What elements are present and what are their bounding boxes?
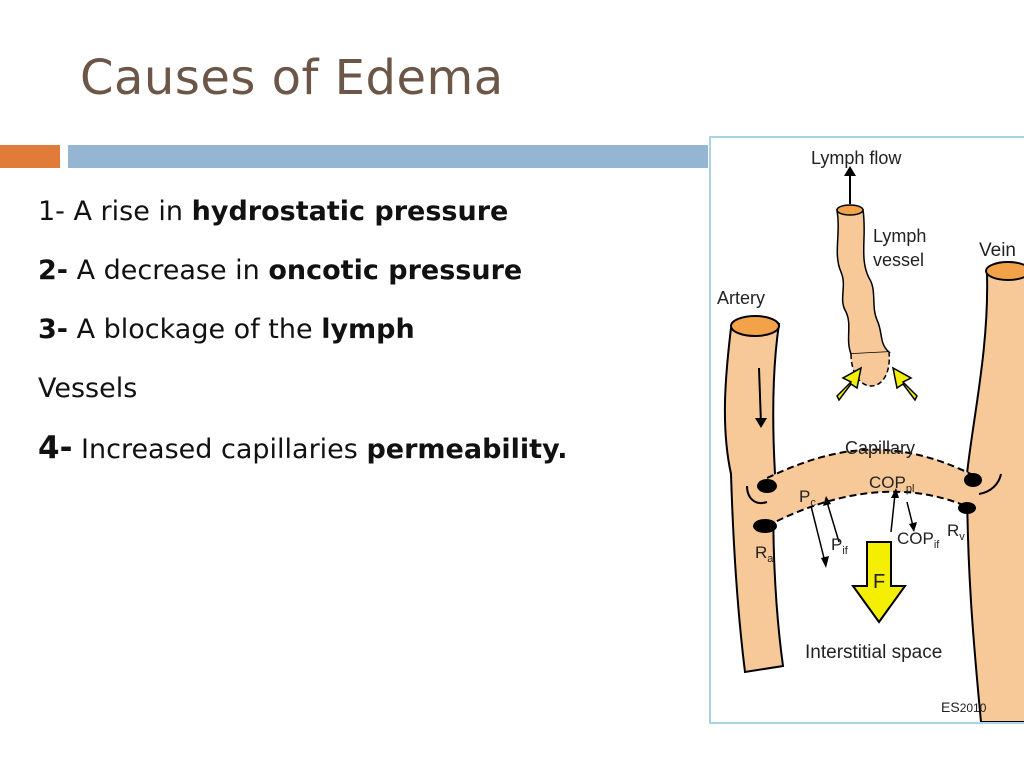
bullet-bold: oncotic pressure (268, 255, 523, 286)
artery-opening (730, 315, 780, 337)
pif-arrow-head (823, 496, 831, 506)
pc-arrow (810, 505, 826, 563)
ra-marker (753, 519, 777, 533)
bullet-item-1: 1- A rise in hydrostatic pressure (38, 190, 698, 249)
edema-diagram-svg: Lymph flow Lymph vessel Vein Artery Capi… (717, 148, 1024, 722)
vein-label: Vein (979, 240, 1016, 261)
ra-label: Ra (755, 543, 774, 565)
capillary-shape (767, 449, 975, 526)
rv-marker (964, 473, 982, 487)
lymph-inflow-arrow-right (891, 366, 918, 402)
bullet-text: A decrease in (68, 255, 269, 286)
bullet-text: A rise in (64, 196, 192, 227)
lymph-vessel-label-2: vessel (873, 250, 924, 270)
lymph-vessel-label-1: Lymph (873, 226, 926, 246)
coppl-arrow-head (891, 488, 899, 498)
pc-label: Pc (799, 487, 816, 509)
filtration-label: F (873, 571, 885, 593)
filtration-arrow (851, 541, 907, 624)
capillary-wall-top (766, 448, 976, 479)
rv-marker-bottom (958, 502, 976, 514)
accent-bar-orange (0, 145, 60, 168)
bullet-number: 3- (38, 314, 68, 345)
vein-opening (985, 261, 1024, 281)
capillary-label: Capillary (845, 438, 915, 458)
bullet-text: Vessels (38, 373, 138, 404)
lymph-vessel-opening (836, 204, 864, 216)
copif-label: COPif (897, 529, 940, 551)
vein-shape (965, 265, 1024, 722)
lymph-inflow-arrow-left (836, 366, 863, 402)
ra-marker-top (757, 479, 777, 493)
credit-label: ES2010 (941, 699, 987, 715)
bullet-bold: hydrostatic pressure (191, 196, 509, 227)
bullet-item-3-cont: Vessels (38, 367, 698, 426)
edema-diagram: Lymph flow Lymph vessel Vein Artery Capi… (709, 136, 1024, 724)
bullet-number: 1- (38, 196, 65, 227)
copif-arrow (906, 501, 914, 527)
bullet-number: 4- (38, 430, 73, 466)
pc-arrow-head (821, 556, 829, 568)
slide-title: Causes of Edema (80, 50, 504, 106)
coppl-arrow (890, 493, 896, 533)
artery-shape (723, 322, 785, 674)
lymph-flow-label: Lymph flow (811, 148, 902, 168)
curve-flow-arrow-right (978, 473, 1002, 495)
curve-flow-arrow-left (746, 485, 768, 504)
artery-flow-arrow-head (755, 418, 767, 428)
bullet-text: A blockage of the (68, 314, 322, 345)
bullet-number: 2- (38, 255, 68, 286)
bullet-text: Increased capillaries (72, 434, 367, 465)
interstitial-space-label: Interstitial space (805, 642, 942, 663)
accent-bar-blue (68, 145, 708, 168)
artery-label: Artery (717, 288, 765, 308)
bullet-item-2: 2- A decrease in oncotic pressure (38, 249, 698, 308)
pif-arrow (826, 501, 840, 543)
copif-arrow-head (909, 522, 917, 532)
coppl-label: COPpl (869, 473, 914, 495)
pif-label: Pif (831, 535, 849, 557)
bullet-bold: permeability. (366, 434, 568, 465)
bullet-bold: lymph (321, 314, 415, 345)
bullet-item-3: 3- A blockage of the lymph (38, 308, 698, 367)
bullet-list: 1- A rise in hydrostatic pressure 2- A d… (38, 190, 698, 485)
capillary-wall-bottom (766, 490, 976, 527)
lymph-vessel-end (850, 351, 891, 387)
rv-label: Rv (947, 521, 965, 543)
bullet-item-4: 4- Increased capillaries permeability. (38, 426, 698, 485)
artery-flow-arrow (758, 367, 762, 425)
lymph-flow-arrow-head (844, 166, 856, 176)
